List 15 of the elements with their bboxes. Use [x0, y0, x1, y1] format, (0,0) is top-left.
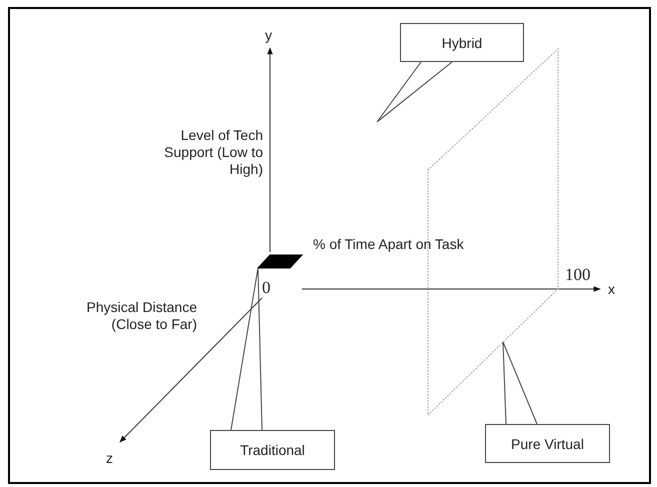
callout-box: Traditional	[210, 430, 335, 470]
axis-title: % of Time Apart on Task	[313, 236, 464, 253]
tick-label: 100	[565, 266, 590, 283]
axis-label: x	[608, 281, 615, 298]
origin-marker	[256, 254, 304, 268]
callout-box: Hybrid	[400, 23, 524, 62]
callout-pointer	[230, 268, 262, 430]
callout-pointer	[502, 342, 538, 424]
callout-pointer	[376, 62, 452, 122]
axis-label: z	[106, 450, 113, 467]
callout-box: Pure Virtual	[485, 424, 610, 463]
tick-label: 0	[262, 279, 270, 296]
axis-title: Level of Tech Support (Low to High)	[163, 127, 263, 178]
axis-label: y	[265, 27, 272, 44]
axis-title: Physical Distance (Close to Far)	[86, 299, 197, 333]
